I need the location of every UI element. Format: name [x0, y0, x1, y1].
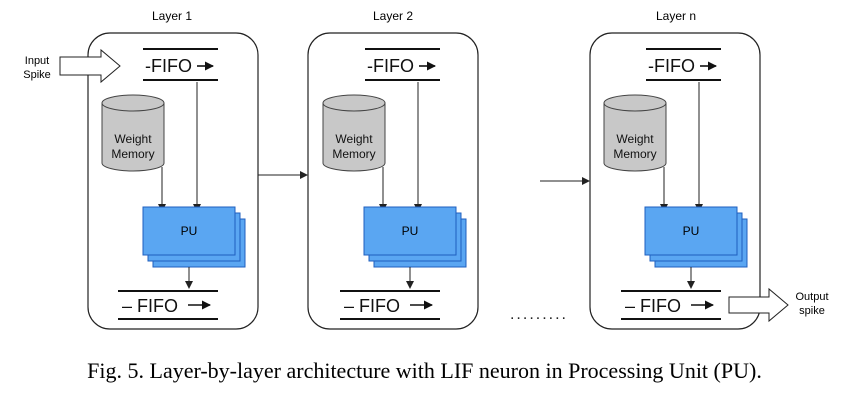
layer-n-box: [589, 32, 761, 330]
layer-n-title: Layer n: [656, 9, 696, 23]
layer-n: Layer n -FIFO Weight Memory PU – FIFO: [589, 9, 761, 330]
output-spike: Output spike: [728, 287, 829, 323]
layer-2: Layer 2 -FIFO Weight Memory PU – FIFO: [307, 9, 479, 330]
layer-1-box: [87, 32, 259, 330]
layer-2-input-fifo-label: -FIFO: [367, 56, 414, 76]
layer-1-output-fifo-label: – FIFO: [122, 296, 178, 316]
layer-2-pu-stack: PU: [363, 206, 467, 268]
input-arrow-icon: [59, 48, 121, 84]
layer-n-output-fifo-label: – FIFO: [625, 296, 681, 316]
layer-1-weight-memory: Weight Memory: [101, 94, 165, 172]
layer-2-weight-memory: Weight Memory: [322, 94, 386, 172]
layer-n-output-fifo: – FIFO: [621, 290, 721, 320]
layer-1-output-fifo: – FIFO: [118, 290, 218, 320]
layer-2-output-fifo-label: – FIFO: [344, 296, 400, 316]
input-spike-label-1: Input: [25, 55, 49, 67]
layer-1-title: Layer 1: [152, 9, 192, 23]
output-spike-label-2: spike: [799, 305, 825, 317]
layer-n-memory-label-2: Memory: [613, 147, 656, 161]
layer-2-title: Layer 2: [373, 9, 413, 23]
layer-1: Layer 1 -FIFO Weight Memory PU – FIFO: [87, 9, 259, 330]
layer-1-pu-label: PU: [181, 224, 198, 238]
architecture-diagram: Layer 1 -FIFO Weight Memory PU – FIFO: [23, 9, 829, 330]
input-spike: Input Spike: [23, 48, 121, 84]
layer-n-weight-memory: Weight Memory: [603, 94, 667, 172]
layer-n-input-fifo-label: -FIFO: [648, 56, 695, 76]
layer-n-pu-stack: PU: [644, 206, 748, 268]
layer-2-memory-label-1: Weight: [335, 132, 373, 146]
layer-2-output-fifo: – FIFO: [340, 290, 440, 320]
layer-n-input-fifo: -FIFO: [646, 48, 721, 81]
layer-2-pu-label: PU: [402, 224, 419, 238]
layer-n-memory-label-1: Weight: [616, 132, 654, 146]
ellipsis: .........: [510, 306, 568, 323]
layer-1-pu-stack: PU: [142, 206, 246, 268]
layer-2-box: [307, 32, 479, 330]
layer-2-input-fifo: -FIFO: [365, 48, 440, 81]
output-spike-label-1: Output: [795, 291, 828, 303]
layer-1-input-fifo-label: -FIFO: [145, 56, 192, 76]
input-spike-label-2: Spike: [23, 69, 51, 81]
layer-1-memory-label-2: Memory: [111, 147, 154, 161]
layer-n-pu-label: PU: [683, 224, 700, 238]
output-arrow-icon: [728, 287, 789, 323]
layer-1-input-fifo: -FIFO: [143, 48, 218, 81]
figure-caption: Fig. 5. Layer-by-layer architecture with…: [87, 358, 762, 383]
layer-2-memory-label-2: Memory: [332, 147, 375, 161]
layer-1-memory-label-1: Weight: [114, 132, 152, 146]
